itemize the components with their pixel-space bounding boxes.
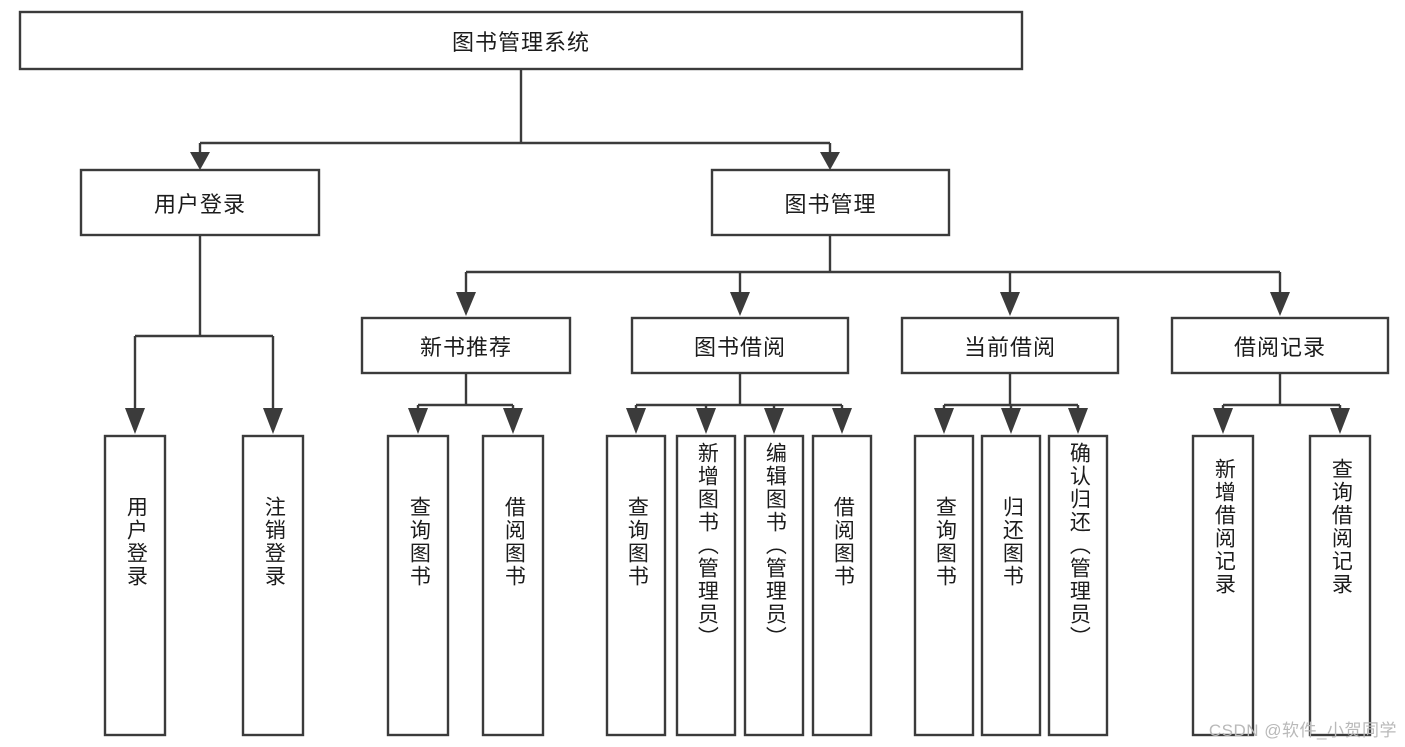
node-root[interactable] <box>18 10 1024 71</box>
arrow-head-leaf-query-book-3 <box>934 408 954 434</box>
arrow-head-user-login <box>190 152 210 170</box>
node-leaf-query-book-3[interactable] <box>913 434 975 737</box>
node-leaf-edit-book[interactable] <box>743 434 805 737</box>
arrow-head-leaf-confirm-return <box>1068 408 1088 434</box>
arrow-head-leaf-return-book <box>1001 408 1021 434</box>
arrow-head-leaf-user-login <box>125 408 145 434</box>
arrow-head-leaf-add-borrow-record <box>1213 408 1233 434</box>
arrow-head-book-manage <box>820 152 840 170</box>
arrow-head-current-borrow <box>1000 292 1020 316</box>
arrow-head-leaf-add-book <box>696 408 716 434</box>
node-book-borrow[interactable] <box>630 316 850 375</box>
arrow-head-leaf-query-borrow-record <box>1330 408 1350 434</box>
arrow-head-new-book-recommend <box>456 292 476 316</box>
node-leaf-borrow-book-1[interactable] <box>481 434 545 737</box>
node-layer <box>18 10 1390 737</box>
node-leaf-add-book[interactable] <box>675 434 737 737</box>
arrow-head-leaf-edit-book <box>764 408 784 434</box>
arrow-head-leaf-logout <box>263 408 283 434</box>
connector-layer <box>125 69 1350 434</box>
node-leaf-query-book-2[interactable] <box>605 434 667 737</box>
arrow-head-book-borrow <box>730 292 750 316</box>
node-leaf-borrow-book-2[interactable] <box>811 434 873 737</box>
node-book-manage[interactable] <box>710 168 951 237</box>
node-new-book-recommend[interactable] <box>360 316 572 375</box>
node-leaf-confirm-return[interactable] <box>1047 434 1109 737</box>
node-leaf-query-book-1[interactable] <box>386 434 450 737</box>
node-current-borrow[interactable] <box>900 316 1120 375</box>
node-leaf-user-login[interactable] <box>103 434 167 737</box>
node-leaf-query-borrow-record[interactable] <box>1308 434 1372 737</box>
arrow-head-leaf-query-book-2 <box>626 408 646 434</box>
arrow-head-leaf-borrow-book-1 <box>503 408 523 434</box>
node-user-login[interactable] <box>79 168 321 237</box>
node-leaf-return-book[interactable] <box>980 434 1042 737</box>
arrow-head-leaf-borrow-book-2 <box>832 408 852 434</box>
arrow-head-borrow-record <box>1270 292 1290 316</box>
node-leaf-add-borrow-record[interactable] <box>1191 434 1255 737</box>
node-borrow-record[interactable] <box>1170 316 1390 375</box>
node-leaf-logout[interactable] <box>241 434 305 737</box>
arrow-head-leaf-query-book-1 <box>408 408 428 434</box>
